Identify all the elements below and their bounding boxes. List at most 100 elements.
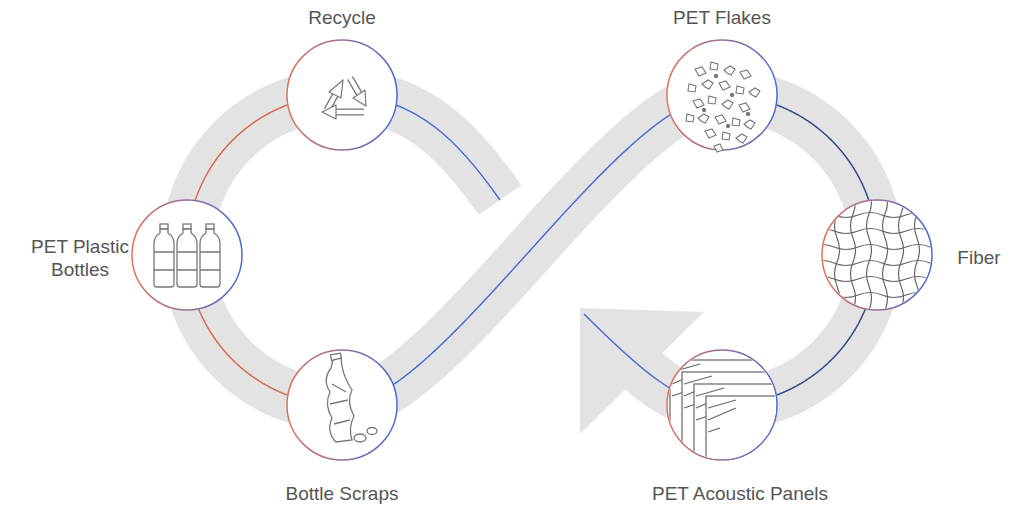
fiber-thread	[835, 190, 840, 334]
process-circle: PET Plastic Bottles	[131, 199, 243, 311]
recycle-arrow	[322, 105, 336, 119]
flake	[695, 67, 706, 76]
circle-shape	[287, 350, 397, 460]
flake	[719, 81, 730, 90]
node-label: PET Flakes	[673, 6, 771, 29]
flow-connector	[195, 105, 287, 200]
circle-outline	[821, 199, 933, 311]
recycle-arrow	[336, 109, 364, 116]
recycle-arrow	[353, 90, 366, 106]
bottles-icon	[154, 224, 220, 287]
flake	[736, 134, 747, 143]
flake	[739, 103, 750, 112]
node-label: PET Plastic Bottles	[15, 235, 145, 281]
circle-outline	[666, 349, 778, 461]
node-label: Fiber	[957, 246, 1000, 269]
recycle-arrow	[350, 78, 360, 95]
circle-outline	[131, 199, 243, 311]
flake	[722, 132, 730, 140]
flake	[710, 62, 718, 70]
flow-connector	[199, 309, 288, 395]
fiber-thread	[810, 261, 954, 266]
circle-shape	[667, 350, 777, 460]
process-circle: Bottle Scraps	[286, 349, 398, 461]
recycle-symbol	[322, 78, 366, 119]
flake	[688, 84, 696, 92]
panel-sheet	[682, 372, 812, 502]
bottle-ring	[154, 252, 174, 270]
panel-sheet	[670, 360, 800, 490]
recycle-arrow	[327, 92, 337, 110]
flake	[714, 144, 723, 152]
flow-connector	[394, 115, 670, 384]
fiber-thread	[810, 245, 954, 250]
flake	[724, 66, 735, 75]
circle-outline	[666, 39, 778, 151]
flake-dot	[726, 124, 729, 127]
circle-shape	[132, 200, 242, 310]
flow-connector	[777, 105, 869, 200]
circle-shape	[667, 40, 777, 150]
panel-hatch	[696, 388, 724, 420]
flake-dot	[714, 74, 717, 77]
fiber-thread	[883, 190, 888, 334]
bottle-cap	[206, 224, 214, 229]
flakes-icon	[686, 62, 760, 152]
recycle-arrow	[329, 80, 343, 98]
bottle-ring	[200, 252, 220, 270]
circle-outline	[286, 39, 398, 151]
flake	[736, 86, 744, 94]
flake	[749, 88, 760, 97]
flake	[740, 70, 751, 79]
panels-stack	[670, 360, 836, 511]
fiber-weave	[810, 190, 954, 334]
fiber-thread	[810, 229, 954, 234]
bottle-cap	[183, 224, 191, 229]
flake-dot	[746, 112, 749, 115]
circle-shape	[287, 40, 397, 150]
fiber-thread	[915, 190, 920, 334]
flake	[705, 129, 716, 138]
bottle	[200, 229, 220, 287]
recycle-arrow	[327, 92, 337, 110]
panel-hatch	[708, 400, 736, 432]
loose-cap	[367, 428, 377, 435]
node-label: Recycle	[308, 6, 376, 29]
recycle-arrow	[336, 110, 364, 114]
scraps-icon	[326, 353, 377, 442]
panel-hatch	[684, 376, 712, 408]
flake-dot	[702, 108, 705, 111]
node-label: PET Acoustic Panels	[652, 482, 828, 505]
process-circle: Fiber	[821, 199, 933, 311]
node-label: Bottle Scraps	[286, 482, 399, 505]
loose-cap	[354, 434, 366, 442]
flake-dot	[730, 93, 733, 96]
fiber-thread	[810, 213, 954, 218]
flake	[722, 100, 733, 109]
bottle-ring	[177, 252, 197, 270]
bottle-cap	[160, 224, 168, 229]
panel-sheet	[694, 384, 824, 511]
circle-outline	[286, 349, 398, 461]
process-circle: Recycle	[286, 39, 398, 151]
flake	[732, 118, 740, 126]
flow-connector	[777, 309, 866, 395]
crushed-bottle	[326, 358, 354, 442]
panel-hatch	[672, 364, 700, 396]
flake	[702, 80, 713, 89]
fiber-thread	[810, 277, 954, 282]
process-circle: PET Flakes	[666, 39, 778, 151]
flake	[698, 114, 709, 123]
panel-sheet	[706, 396, 836, 511]
flake	[744, 120, 755, 129]
process-circle: PET Acoustic Panels	[666, 349, 778, 461]
bottle-cap	[331, 353, 342, 360]
recycle-arrow	[350, 78, 360, 95]
flake	[708, 96, 716, 104]
loop-band	[187, 95, 877, 405]
fiber-thread	[899, 190, 904, 334]
flake	[715, 115, 726, 124]
fiber-thread	[810, 293, 954, 298]
flake	[686, 114, 694, 122]
